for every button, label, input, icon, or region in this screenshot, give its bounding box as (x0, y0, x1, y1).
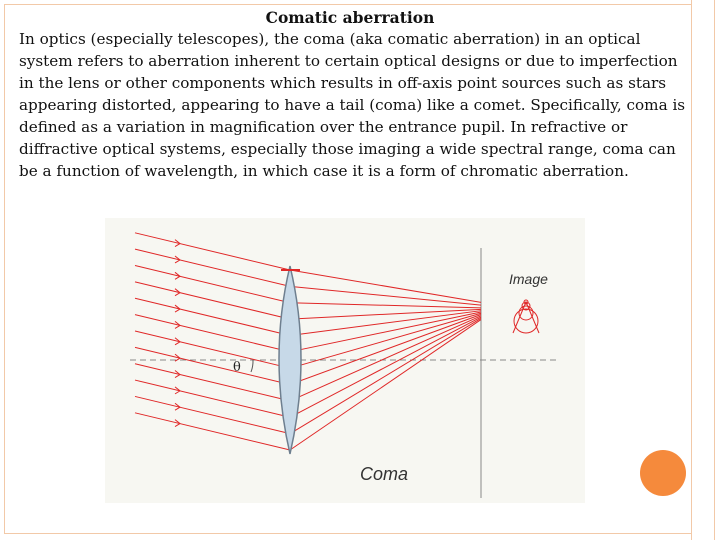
incident-ray (134, 281, 291, 320)
ray-arrow (174, 370, 181, 378)
refracted-ray (289, 302, 482, 309)
slide-side-border (691, 0, 715, 540)
refracted-ray (289, 315, 482, 402)
figure-caption: Coma (360, 464, 408, 484)
angle-label: θ (233, 360, 241, 375)
ray-arrow (174, 353, 181, 362)
ray-group (134, 232, 482, 451)
coma-spot (512, 299, 540, 334)
slide-body-text: In optics (especially telescopes), the c… (19, 30, 686, 180)
ray-arrow (174, 419, 181, 428)
incident-ray (134, 248, 291, 287)
incident-ray (134, 395, 291, 435)
refracted-ray (289, 311, 482, 353)
incident-ray (134, 265, 291, 304)
incident-ray (134, 379, 291, 418)
ray-arrow (174, 402, 181, 411)
ray-arrow (174, 239, 181, 248)
ray-arrow (174, 288, 181, 297)
decorative-orange-circle (640, 450, 686, 496)
ray-arrow (174, 337, 181, 346)
ray-arrow (174, 304, 181, 313)
refracted-ray (289, 319, 482, 451)
image-label: Image (509, 271, 548, 287)
ray-arrow (174, 321, 181, 329)
lens-shape (278, 265, 302, 455)
incident-ray (134, 232, 291, 271)
ray-arrow (174, 255, 181, 264)
coma-diagram-svg: θ Image Coma (130, 232, 560, 498)
refracted-ray (289, 317, 482, 435)
ray-arrow (174, 386, 181, 395)
slide-title: Comatic aberration (265, 8, 435, 27)
refracted-ray (289, 316, 482, 418)
incident-ray (134, 346, 291, 386)
incident-ray (134, 330, 291, 369)
refracted-ray (289, 285, 482, 306)
incident-ray (134, 412, 291, 451)
incident-ray (134, 314, 291, 353)
refracted-ray (289, 269, 482, 303)
refracted-ray (289, 308, 482, 320)
refracted-ray (289, 310, 482, 336)
refracted-ray (289, 312, 482, 369)
angle-arc (250, 359, 254, 373)
coma-diagram: θ Image Coma (105, 218, 585, 503)
incident-ray (134, 297, 291, 336)
ray-arrow (174, 271, 181, 280)
incident-ray (134, 363, 291, 402)
refracted-ray (289, 314, 482, 386)
